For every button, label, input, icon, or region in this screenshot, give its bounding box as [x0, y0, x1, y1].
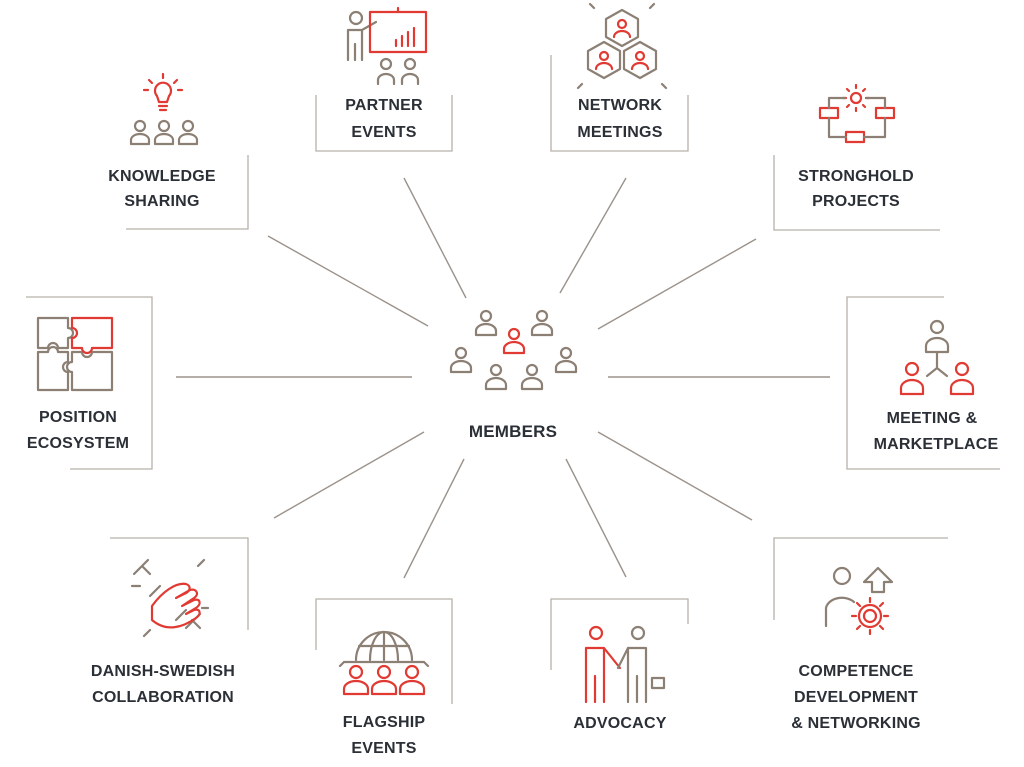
network-meetings-line2: MEETINGS: [577, 124, 662, 141]
spoke-danish-swedish: [273, 431, 425, 519]
advocacy-label: ADVOCACY: [573, 715, 666, 732]
spoke-partner-events: [403, 177, 467, 299]
position-ecosystem-line2: ECOSYSTEM: [27, 435, 129, 452]
position-ecosystem-line1: POSITION: [39, 409, 117, 426]
network-hexagon-icon: [576, 2, 668, 90]
spokes: [176, 177, 830, 579]
competence-line1: COMPETENCE: [799, 663, 914, 680]
spoke-competence: [597, 431, 753, 521]
members-icon: [449, 309, 578, 391]
frame-position-ecosystem: [26, 296, 153, 470]
meeting-connect-icon: [899, 319, 975, 396]
frame-meeting-marketplace: [846, 296, 1000, 470]
node-frames: [26, 55, 1000, 704]
competence-line2: DEVELOPMENT: [794, 689, 918, 706]
project-flow-gear-icon: [818, 83, 896, 144]
globe-audience-icon: [338, 630, 430, 696]
knowledge-sharing-line2: SHARING: [124, 193, 199, 210]
presentation-icon: [346, 6, 428, 86]
frame-advocacy: [550, 598, 689, 670]
frame-competence: [773, 537, 948, 620]
frame-stronghold-projects: [773, 155, 940, 231]
frame-partner-events: [315, 95, 453, 152]
spoke-advocacy: [565, 458, 627, 578]
stronghold-projects-line1: STRONGHOLD: [798, 168, 914, 185]
spoke-knowledge-sharing: [267, 235, 429, 327]
spoke-flagship-events: [403, 458, 465, 579]
knowledge-sharing-line1: KNOWLEDGE: [108, 168, 216, 185]
puzzle-icon: [36, 316, 114, 392]
danish-swedish-line2: COLLABORATION: [92, 689, 234, 706]
competence-line3: & NETWORKING: [791, 715, 921, 732]
spoke-network-meetings: [559, 177, 627, 294]
network-meetings-line1: NETWORK: [578, 97, 662, 114]
meeting-marketplace-line1: MEETING &: [887, 410, 978, 427]
spoke-stronghold-projects: [597, 238, 757, 330]
frame-flagship-events: [315, 598, 453, 704]
partner-events-line2: EVENTS: [351, 124, 416, 141]
lightbulb-people-icon: [129, 72, 199, 146]
partner-events-line1: PARTNER: [345, 97, 423, 114]
danish-swedish-line1: DANISH-SWEDISH: [91, 663, 235, 680]
frame-knowledge-sharing: [126, 155, 249, 230]
flagship-events-line1: FLAGSHIP: [343, 714, 426, 731]
flagship-events-line2: EVENTS: [351, 740, 416, 757]
members-label: MEMBERS: [469, 422, 557, 441]
person-gear-arrow-icon: [824, 566, 894, 636]
handshake-hands-icon: [130, 558, 210, 638]
meeting-marketplace-line2: MARKETPLACE: [874, 436, 999, 453]
stronghold-projects-line2: PROJECTS: [812, 193, 900, 210]
frame-danish-swedish: [110, 537, 249, 630]
handshake-people-icon: [584, 625, 666, 704]
frame-network-meetings: [550, 55, 689, 152]
